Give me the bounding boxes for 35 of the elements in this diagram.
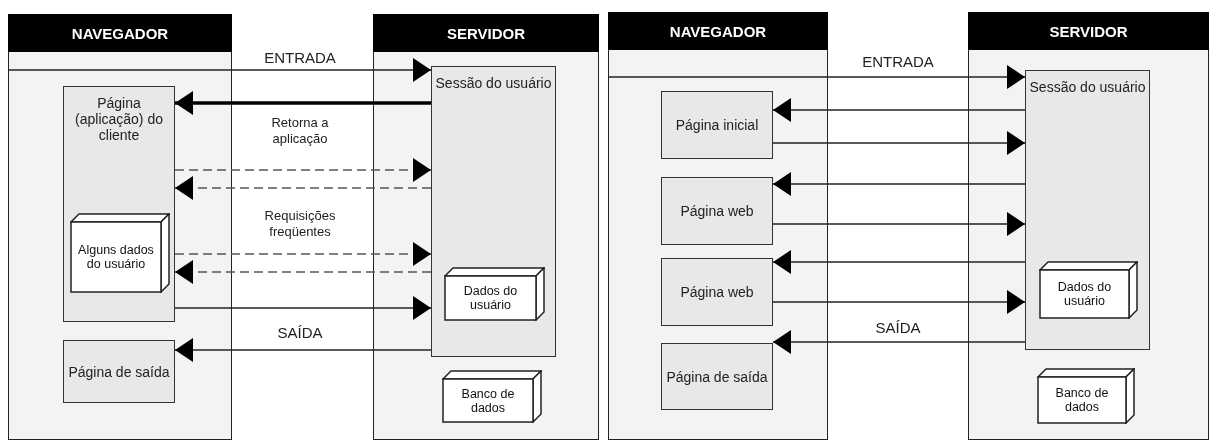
swimlane (373, 14, 599, 440)
arrow (772, 330, 1026, 354)
arrow (772, 98, 1026, 122)
page-box (1025, 70, 1150, 350)
arrow (772, 250, 1026, 274)
swimlane (608, 12, 828, 440)
lane-header: NAVEGADOR (8, 14, 232, 52)
arrow (772, 290, 1026, 314)
swimlane (8, 14, 232, 440)
arrow (174, 338, 432, 362)
arrow (174, 158, 432, 182)
page-box (63, 86, 175, 322)
arrow (607, 65, 1026, 89)
box-title: Sessão do usuário (434, 75, 553, 91)
page-box: Página web (661, 177, 773, 245)
arrow (174, 296, 432, 320)
page-box: Página web (661, 258, 773, 326)
page-box: Página inicial (661, 91, 773, 159)
lane-header: SERVIDOR (373, 14, 599, 52)
arrow (175, 91, 431, 115)
page-box: Página de saída (661, 343, 773, 410)
arrow (772, 131, 1026, 155)
arrow (7, 58, 432, 82)
arrow (772, 212, 1026, 236)
lane-header: NAVEGADOR (608, 12, 828, 50)
box-title: Página (aplicação) do cliente (74, 95, 164, 143)
box-title: Sessão do usuário (1028, 79, 1147, 95)
arrow (772, 172, 1026, 196)
page-box: Página de saída (63, 340, 175, 403)
arrow (174, 260, 432, 284)
arrow (174, 176, 432, 200)
lane-header: SERVIDOR (968, 12, 1209, 50)
swimlane (968, 12, 1209, 440)
arrow (174, 242, 432, 266)
page-box (431, 66, 556, 357)
